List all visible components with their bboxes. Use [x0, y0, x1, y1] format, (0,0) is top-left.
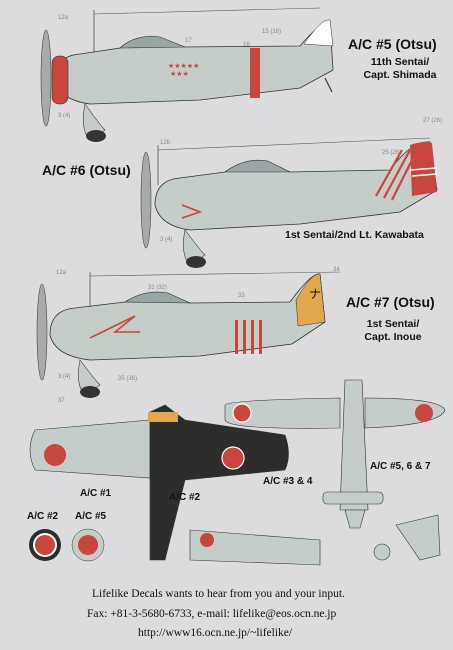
front-view [224, 379, 446, 529]
footer-message: Lifelike Decals wants to hear from you a… [92, 588, 345, 600]
callout-15: 15 (16) [262, 29, 282, 35]
callout-31: 31 (32) [148, 285, 168, 291]
aircraft-1-pilot: Capt. Shimada [363, 69, 437, 81]
callout-25: 25 (26) [382, 150, 402, 156]
rear-view-roundels [29, 528, 105, 562]
view-label-rear-ac5: A/C #5 [75, 511, 107, 522]
view-label-ac1: A/C #1 [80, 488, 112, 499]
aircraft-2-caption: 1st Sentai/2nd Lt. Kawabata [285, 229, 424, 241]
callout-17: 17 [185, 38, 192, 44]
svg-text:★★★: ★★★ [170, 70, 189, 78]
aircraft-profile-2 [140, 137, 438, 268]
aircraft-3-pilot: Capt. Inoue [364, 331, 422, 343]
callout-33: 33 [238, 293, 245, 299]
aircraft-2-title: A/C #6 (Otsu) [42, 162, 131, 178]
svg-text:ナ: ナ [309, 287, 321, 301]
aircraft-3-title: A/C #7 (Otsu) [346, 294, 435, 310]
view-label-rear-ac2: A/C #2 [27, 511, 59, 522]
aircraft-3-caption: 1st Sentai/ Capt. Inoue [352, 318, 434, 344]
callout-16: 16 [243, 42, 250, 48]
footer-website[interactable]: http://www16.ocn.ne.jp/~lifelike/ [138, 627, 293, 639]
aircraft-3-unit: 1st Sentai/ [366, 318, 420, 330]
callout-12b: 12b [160, 140, 171, 146]
callout-35: 35 (36) [118, 376, 138, 382]
callout-3-4: 3 (4) [58, 113, 71, 119]
footer-contact: Fax: +81-3-5680-6733, e-mail: lifelike@e… [87, 608, 337, 620]
callout-12a-b: 12a [56, 270, 67, 276]
aircraft-1-caption: 11th Sentai/ Capt. Shimada [358, 56, 442, 82]
wing-top-view [29, 404, 289, 561]
callout-12a: 12a [58, 15, 69, 21]
callout-34: 34 [333, 267, 340, 273]
view-label-front-ac567: A/C #5, 6 & 7 [370, 461, 431, 472]
aircraft-1-unit: 11th Sentai/ [370, 56, 430, 68]
callout-3-4c: 3 (4) [58, 374, 71, 380]
callout-37: 37 [58, 398, 65, 404]
svg-text:★★★★★: ★★★★★ [168, 62, 199, 70]
aircraft-profile-3: ナ [36, 271, 341, 398]
aircraft-1-title: A/C #5 (Otsu) [348, 36, 437, 52]
view-label-ac2: A/C #2 [169, 492, 201, 503]
small-parts [189, 514, 441, 566]
callout-3-4b: 3 (4) [160, 237, 173, 243]
view-label-front-ac34: A/C #3 & 4 [263, 476, 313, 487]
callout-27: 27 (28) [423, 118, 443, 124]
aircraft-profile-1: ★★★★★ ★★★ [40, 7, 334, 142]
